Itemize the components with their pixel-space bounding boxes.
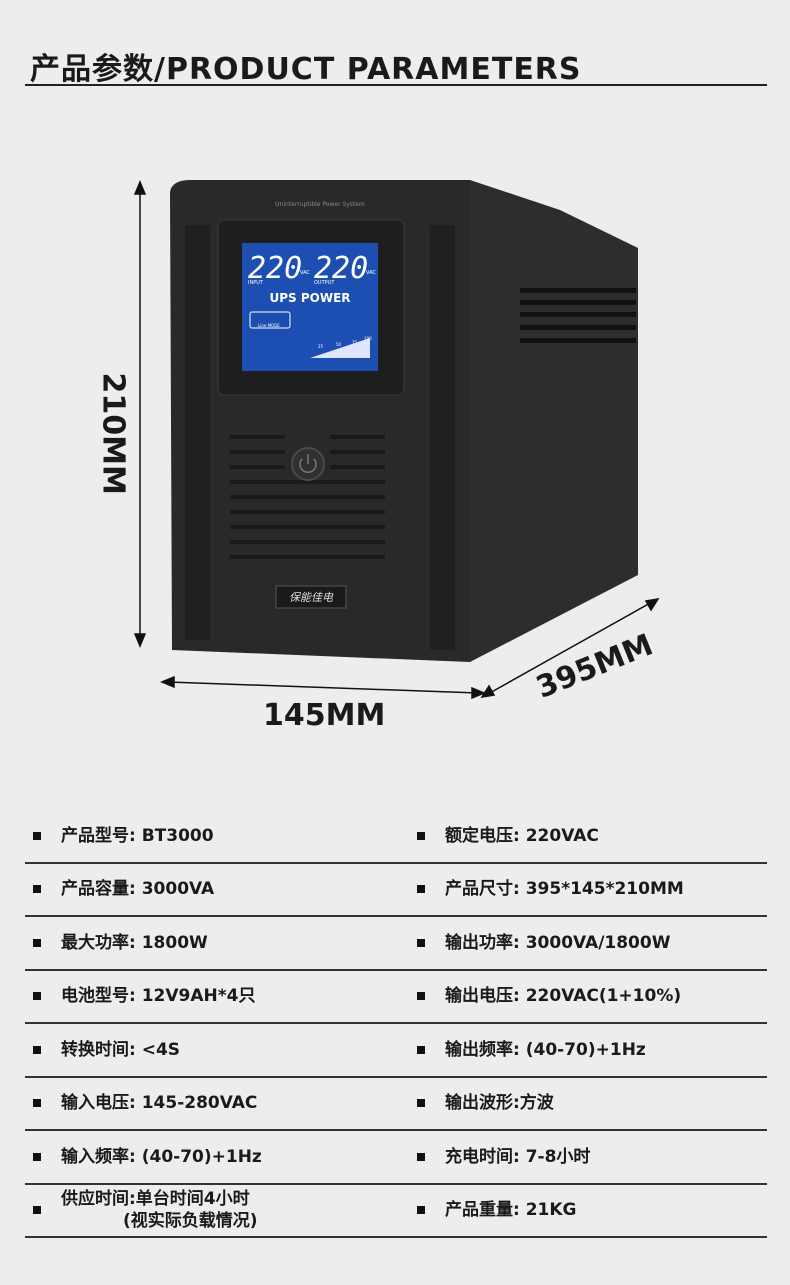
param-right: 输出波形:方波	[445, 1093, 554, 1114]
table-row: 产品型号: BT3000 额定电压: 220VAC	[25, 810, 767, 864]
bullet-icon	[417, 1206, 425, 1215]
bullet-icon	[417, 885, 425, 894]
param-right: 充电时间: 7-8小时	[445, 1146, 591, 1167]
lcd-unit: VAC	[300, 270, 310, 276]
width-arrow	[160, 675, 486, 700]
bullet-icon	[417, 1152, 425, 1161]
lcd-scale-25: 25	[318, 344, 324, 349]
ups-side-panel	[470, 180, 638, 662]
param-left: 供应时间:单台时间4小时(视实际负载情况)	[61, 1188, 258, 1232]
bullet-icon	[33, 1045, 41, 1054]
lcd-unit: VAC	[366, 270, 376, 276]
param-right: 产品重量: 21KG	[445, 1200, 577, 1221]
param-left-line1: 供应时间:单台时间4小时	[61, 1189, 250, 1210]
bullet-icon	[33, 1152, 41, 1161]
title-divider	[25, 84, 767, 86]
page-title: 产品参数/PRODUCT PARAMETERS	[30, 52, 582, 87]
bullet-icon	[33, 885, 41, 894]
bullet-icon	[417, 992, 425, 1001]
bullet-icon	[417, 938, 425, 947]
table-row: 产品容量: 3000VA 产品尺寸: 395*145*210MM	[25, 864, 767, 917]
side-vents	[520, 288, 636, 343]
width-dimension: 145MM	[263, 698, 386, 733]
device-label: Uninterruptible Power System	[275, 201, 365, 208]
bullet-icon	[417, 1099, 425, 1108]
param-left: 输入频率: (40-70)+1Hz	[61, 1146, 262, 1167]
bullet-icon	[33, 1099, 41, 1108]
table-row: 输入频率: (40-70)+1Hz 充电时间: 7-8小时	[25, 1131, 767, 1185]
ups-product-image: Uninterruptible Power System 220 220 VAC…	[133, 180, 660, 700]
bullet-icon	[33, 1206, 41, 1215]
param-right: 输出电压: 220VAC(1+10%)	[445, 986, 682, 1007]
param-left: 输入电压: 145-280VAC	[61, 1093, 258, 1114]
param-left: 电池型号: 12V9AH*4只	[61, 986, 256, 1007]
brand-nameplate	[275, 585, 347, 609]
table-row: 转换时间: <4S 输出频率: (40-70)+1Hz	[25, 1024, 767, 1078]
parameter-table: 产品型号: BT3000 额定电压: 220VAC 产品容量: 3000VA 产…	[25, 810, 767, 1238]
param-left: 产品容量: 3000VA	[61, 879, 215, 900]
lcd-scale-50: 50	[336, 342, 342, 347]
param-right: 额定电压: 220VAC	[445, 825, 599, 846]
param-left: 转换时间: <4S	[61, 1039, 181, 1060]
lcd-input-value: 220	[248, 251, 302, 286]
bullet-icon	[33, 992, 41, 1001]
nameplate-text: 保能佳电	[289, 591, 334, 604]
lcd-mode: Line MODE	[258, 323, 280, 328]
param-left: 产品型号: BT3000	[61, 825, 214, 846]
lcd-input-label: INPUT	[248, 280, 264, 286]
height-arrow	[133, 180, 147, 648]
bullet-icon	[417, 1045, 425, 1054]
depth-arrow	[480, 597, 660, 699]
lcd-scale-100: 100	[364, 336, 372, 341]
bullet-icon	[33, 938, 41, 947]
param-left-line2: (视实际负载情况)	[123, 1211, 258, 1232]
table-row: 电池型号: 12V9AH*4只 输出电压: 220VAC(1+10%)	[25, 971, 767, 1024]
table-row: 供应时间:单台时间4小时(视实际负载情况) 产品重量: 21KG	[25, 1185, 767, 1238]
height-dimension: 210MM	[95, 372, 131, 495]
table-row: 最大功率: 1800W 输出功率: 3000VA/1800W	[25, 917, 767, 971]
front-vents	[230, 435, 385, 559]
bullet-icon	[417, 831, 425, 840]
param-left: 最大功率: 1800W	[61, 932, 208, 953]
lcd-brand: UPS POWER	[269, 291, 350, 305]
lcd-output-value: 220	[314, 251, 368, 286]
param-right: 产品尺寸: 395*145*210MM	[445, 879, 684, 900]
bullet-icon	[33, 831, 41, 840]
param-right: 输出频率: (40-70)+1Hz	[445, 1039, 646, 1060]
lcd-scale-75: 75	[352, 340, 358, 345]
table-row: 输入电压: 145-280VAC 输出波形:方波	[25, 1078, 767, 1131]
lcd-output-label: OUTPUT	[314, 280, 335, 286]
param-right: 输出功率: 3000VA/1800W	[445, 932, 671, 953]
